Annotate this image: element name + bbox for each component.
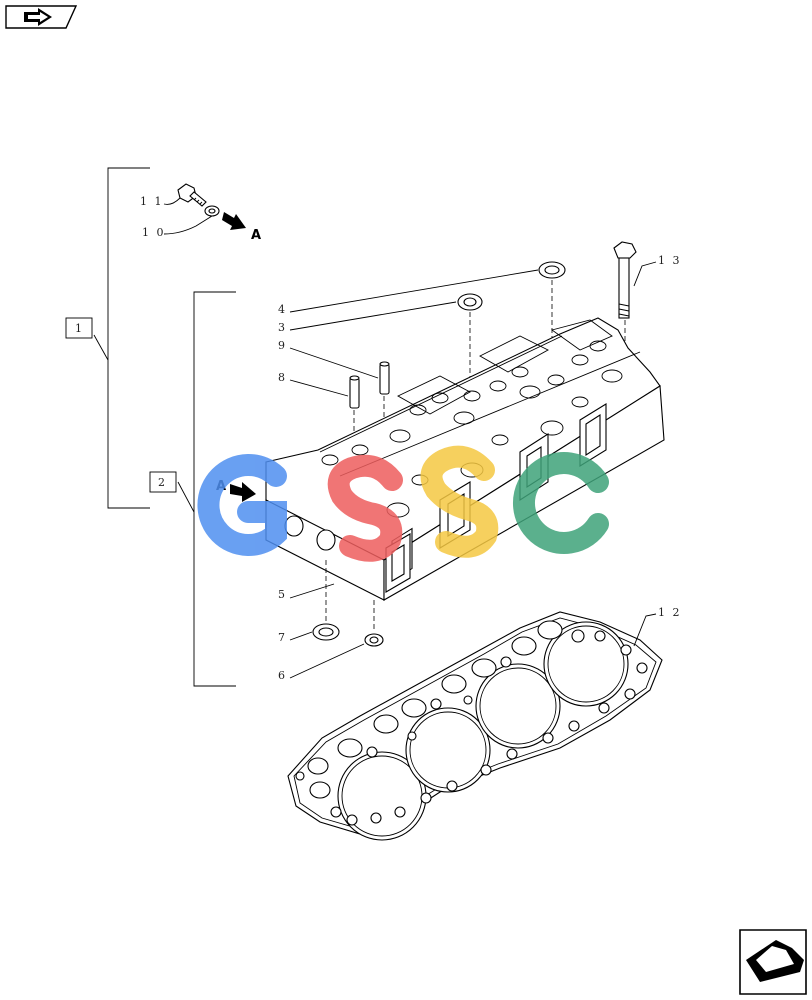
bolt-13 bbox=[613, 241, 637, 319]
seal-3 bbox=[457, 293, 483, 311]
watermark-letter-s1 bbox=[327, 454, 403, 562]
arrow-left-icon bbox=[746, 940, 804, 982]
group-label-2: 2 bbox=[158, 476, 167, 489]
callout-10: 1 0 bbox=[142, 226, 166, 239]
watermark bbox=[197, 445, 609, 562]
dowel-8 bbox=[349, 375, 360, 409]
watermark-letter-g bbox=[197, 454, 287, 556]
watermark-letter-c bbox=[512, 452, 609, 554]
callout-11: 1 1 bbox=[140, 195, 164, 208]
callout-12: 1 2 bbox=[658, 606, 682, 619]
seal-7 bbox=[312, 623, 340, 641]
bolt-11 bbox=[177, 183, 207, 207]
callout-7: 7 bbox=[278, 631, 287, 644]
prev-page-button[interactable] bbox=[5, 5, 78, 29]
view-marker-a-top: A bbox=[251, 228, 261, 243]
callout-8: 8 bbox=[278, 371, 287, 384]
callout-5: 5 bbox=[278, 588, 287, 601]
dowel-9 bbox=[379, 361, 390, 395]
callout-3: 3 bbox=[278, 321, 287, 334]
watermark-letter-s2 bbox=[420, 445, 499, 558]
callout-4: 4 bbox=[278, 303, 287, 316]
seal-6 bbox=[364, 633, 384, 647]
callout-13: 1 3 bbox=[658, 254, 682, 267]
washer-10 bbox=[204, 205, 220, 217]
group-label-1: 1 bbox=[75, 322, 84, 335]
seal-4 bbox=[538, 261, 566, 279]
next-page-button[interactable] bbox=[739, 929, 807, 995]
view-arrow-icon bbox=[222, 212, 246, 230]
callout-9: 9 bbox=[278, 339, 287, 352]
group-1-bracket: 1 bbox=[65, 167, 150, 509]
view-arrow-side-icon bbox=[230, 482, 256, 502]
callout-6: 6 bbox=[278, 669, 287, 682]
head-gasket-12 bbox=[287, 611, 663, 841]
group-2-bracket: 2 bbox=[149, 291, 236, 687]
arrow-right-icon bbox=[24, 8, 52, 26]
